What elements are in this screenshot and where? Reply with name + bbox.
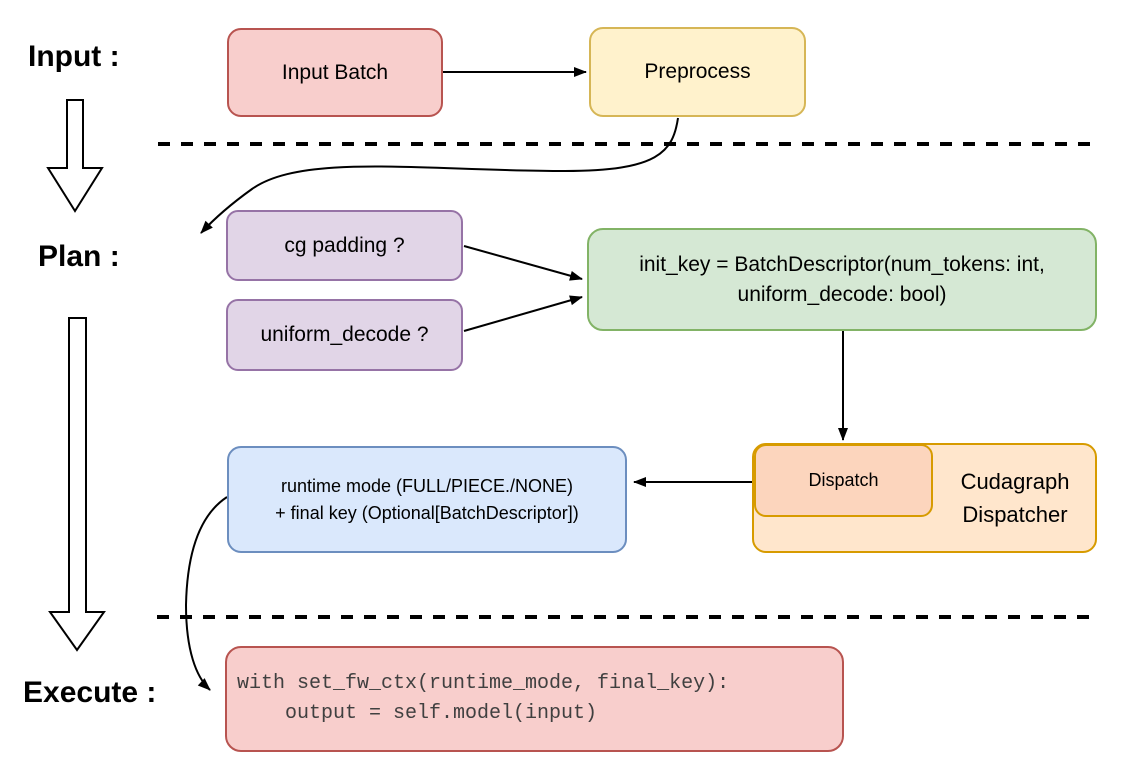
node-dispatch: Dispatch	[754, 444, 933, 517]
node-cg-padding-label: cg padding ?	[284, 233, 405, 257]
node-input-batch: Input Batch	[227, 28, 443, 117]
hollow-arrow-plan-to-execute-icon	[48, 317, 106, 652]
node-uniform-decode: uniform_decode ?	[226, 299, 463, 371]
node-init-key-line2: uniform_decode: bool)	[737, 282, 947, 306]
stage-label-plan: Plan :	[38, 240, 120, 273]
node-execute-code: with set_fw_ctx(runtime_mode, final_key)…	[225, 646, 844, 752]
execute-code-line1: with set_fw_ctx(runtime_mode, final_key)…	[237, 672, 730, 695]
node-cg-padding: cg padding ?	[226, 210, 463, 281]
node-runtime-mode-line2: + final key (Optional[BatchDescriptor])	[275, 502, 579, 523]
node-dispatch-label: Dispatch	[808, 470, 879, 490]
node-init-key: init_key = BatchDescriptor(num_tokens: i…	[587, 228, 1097, 331]
arrow-uniformdecode-to-initkey	[463, 295, 583, 332]
cudagraph-label-line2: Dispatcher	[962, 502, 1068, 527]
stage-label-execute: Execute :	[23, 676, 157, 709]
node-preprocess-label: Preprocess	[644, 60, 751, 83]
node-preprocess: Preprocess	[589, 27, 806, 117]
node-cudagraph-dispatcher-label: Cudagraph Dispatcher	[933, 443, 1097, 553]
node-runtime-mode: runtime mode (FULL/PIECE./NONE) + final …	[227, 446, 627, 553]
arrow-runtimemode-to-executecode	[184, 496, 228, 691]
cudagraph-label-line1: Cudagraph	[960, 469, 1070, 494]
execute-code-line2: output = self.model(input)	[237, 702, 598, 725]
node-uniform-decode-label: uniform_decode ?	[260, 323, 429, 346]
node-runtime-mode-line1: runtime mode (FULL/PIECE./NONE)	[280, 475, 574, 496]
stage-label-input: Input :	[28, 40, 120, 73]
node-init-key-line1: init_key = BatchDescriptor(num_tokens: i…	[639, 252, 1045, 276]
arrow-cgpadding-to-initkey	[463, 245, 583, 281]
node-input-batch-label: Input Batch	[281, 60, 389, 84]
hollow-arrow-input-to-plan-icon	[46, 99, 104, 213]
